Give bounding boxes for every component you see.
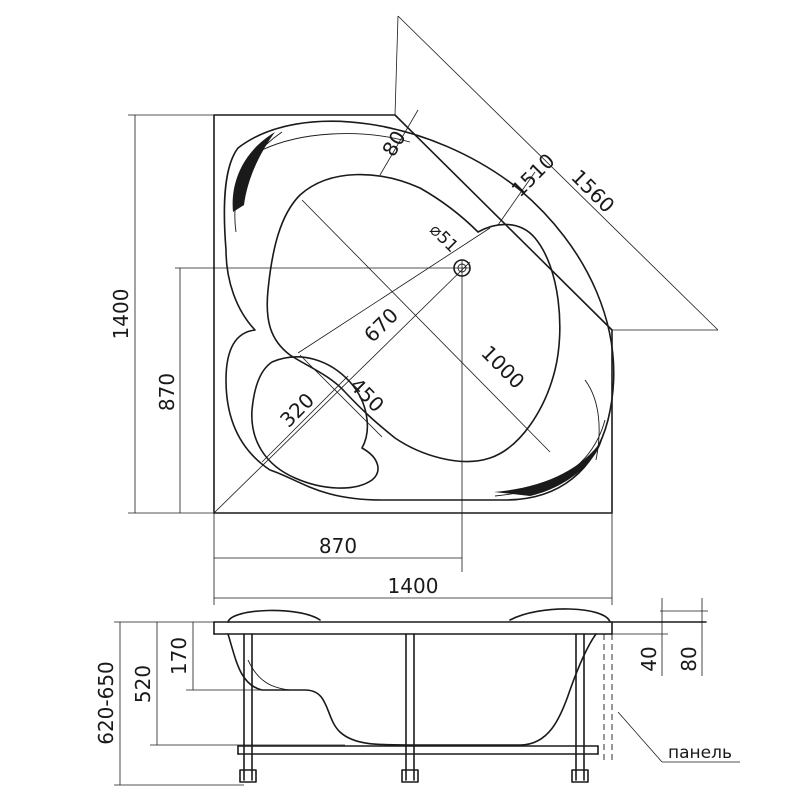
label-870-vertical: 870 xyxy=(155,373,179,411)
seat-width-line xyxy=(261,375,349,463)
diagonal-1560-line xyxy=(397,15,719,331)
label-1510: 1510 xyxy=(507,149,560,202)
basin-length-line xyxy=(301,199,551,453)
label-80-side: 80 xyxy=(677,646,701,671)
rim-bump-left xyxy=(227,609,321,623)
armrest-groove-top xyxy=(261,133,411,151)
rim-bump-right xyxy=(509,608,611,623)
top-view: 1400 870 870 1400 1560 1510 80 ⌀51 670 1… xyxy=(109,15,719,605)
rim-dim-line xyxy=(379,109,419,176)
foot-right xyxy=(571,769,589,783)
label-170: 170 xyxy=(167,637,191,675)
label-670: 670 xyxy=(359,303,403,347)
diagonal-corner-line xyxy=(213,261,471,514)
headrest-groove-right-line xyxy=(494,419,606,497)
headrest-groove-left-line xyxy=(234,131,283,233)
tub-outline-top xyxy=(213,114,613,514)
label-1400-vertical: 1400 xyxy=(109,289,133,340)
label-1400-horizontal: 1400 xyxy=(388,574,439,598)
main-basin xyxy=(266,173,561,463)
panel-leader xyxy=(617,711,663,763)
label-450: 450 xyxy=(345,373,389,417)
foot-mid xyxy=(401,769,419,783)
label-870-horizontal: 870 xyxy=(319,534,357,558)
basin-width-line xyxy=(297,227,491,354)
label-620-650: 620-650 xyxy=(94,661,118,745)
seat-length-line xyxy=(299,354,383,438)
label-drain: ⌀51 xyxy=(425,220,462,257)
armrest-groove-right xyxy=(584,379,600,461)
label-panel: панель xyxy=(668,743,732,763)
headrest-groove-right xyxy=(494,440,602,496)
diagonal-1560-ext-a xyxy=(394,15,399,116)
rim-outer xyxy=(223,120,615,501)
headrest-groove-left xyxy=(232,132,275,212)
diagonal-1510-line xyxy=(497,171,536,226)
side-view: панель 620-650 520 170 40 80 xyxy=(94,598,740,786)
label-320: 320 xyxy=(275,388,319,432)
tub-step-detail xyxy=(247,659,291,691)
tub-body-profile xyxy=(227,633,597,746)
label-1560: 1560 xyxy=(566,165,619,218)
label-520: 520 xyxy=(131,665,155,703)
seat-basin xyxy=(251,356,379,489)
foot-left xyxy=(239,769,257,783)
label-40: 40 xyxy=(637,646,661,671)
